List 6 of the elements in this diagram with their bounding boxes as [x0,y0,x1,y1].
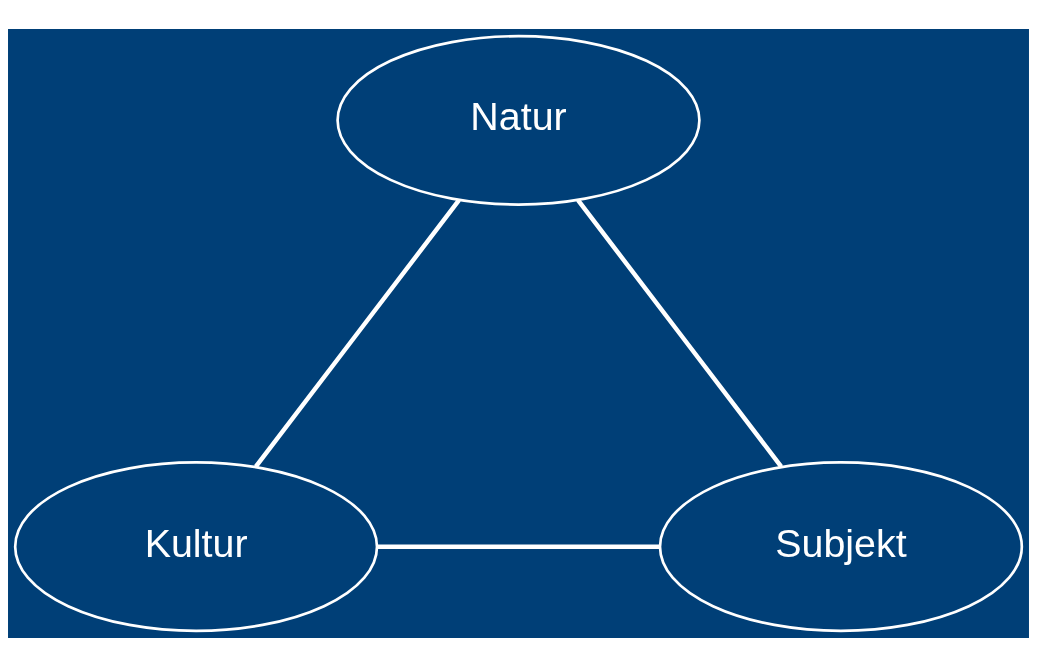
connector [576,198,783,468]
connector [377,544,660,549]
connector [254,198,461,468]
node-ellipse: Kultur [13,461,379,633]
node-ellipse: Subjekt [658,461,1024,633]
node-ellipse: Natur [336,34,701,206]
